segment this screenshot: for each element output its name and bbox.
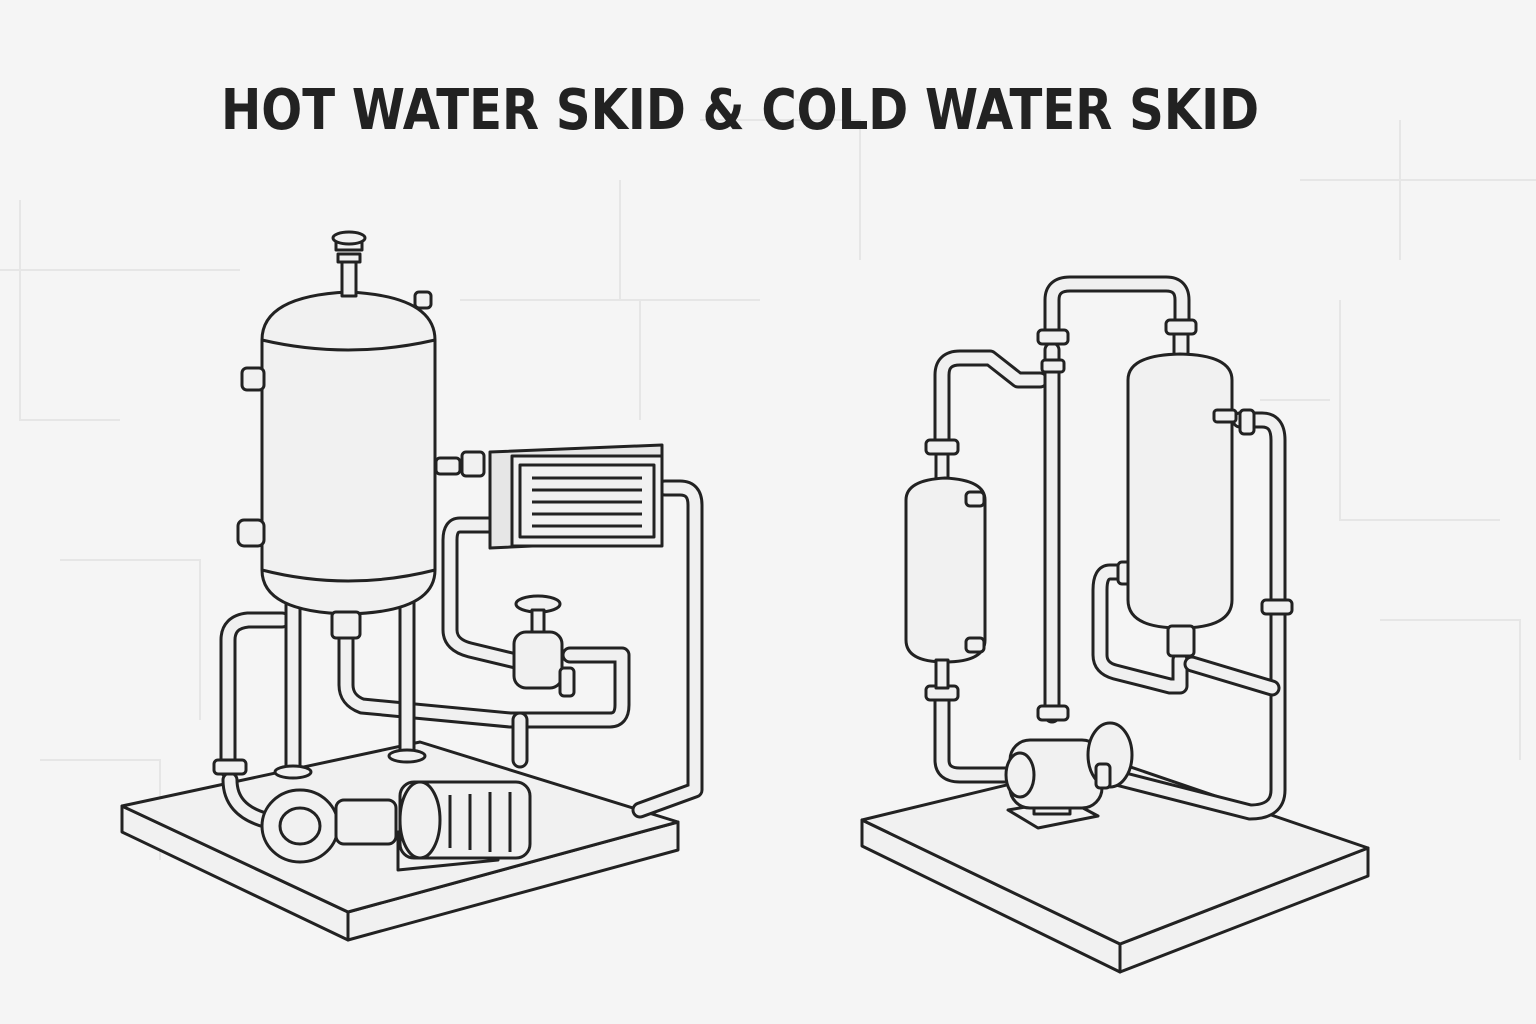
- valve: [512, 594, 576, 698]
- base-plate: [860, 758, 1370, 974]
- vertical-tank: [236, 230, 462, 640]
- hot-water-skid: [120, 230, 704, 942]
- pipes: [219, 479, 704, 829]
- cold-water-skid: [860, 275, 1370, 974]
- tank-legs: [212, 593, 427, 780]
- large-vessel: [1126, 332, 1238, 658]
- flanges: [924, 318, 1294, 722]
- plate-heat-exchanger: [460, 443, 664, 550]
- background-pipe-pattern: [0, 119, 1536, 860]
- pump-motor: [260, 780, 532, 872]
- small-vessel: [904, 452, 987, 690]
- page-title: HOT WATER SKID & COLD WATER SKID: [220, 78, 1260, 143]
- pump: [1004, 721, 1134, 830]
